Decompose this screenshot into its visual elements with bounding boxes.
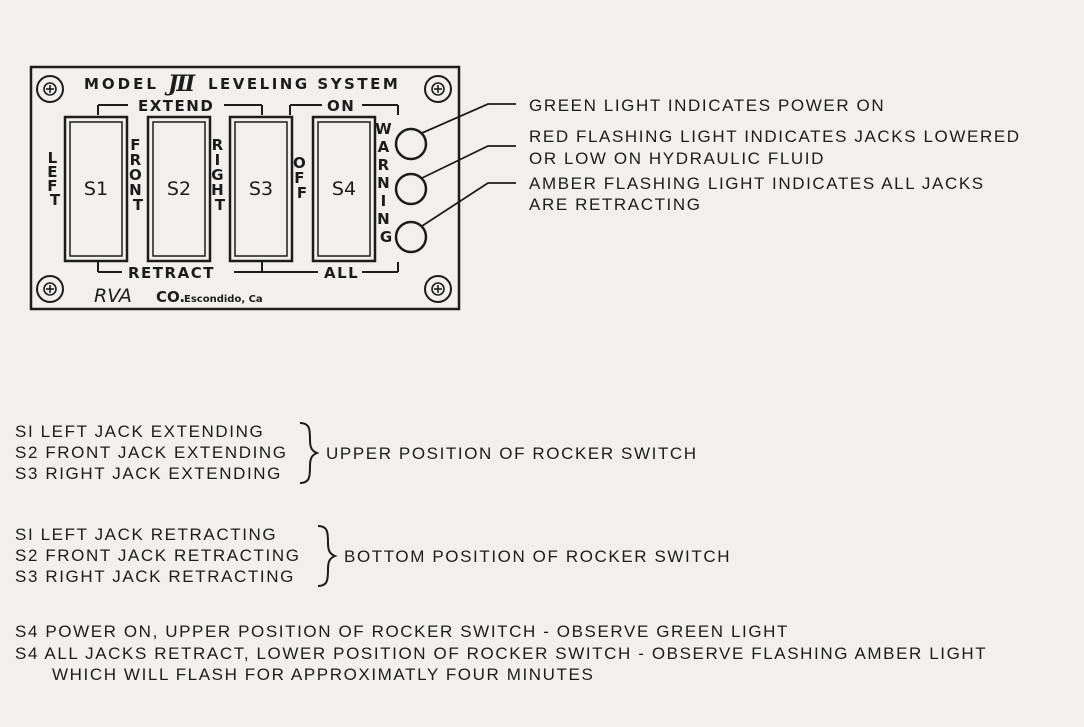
s4-note-line1: S4 POWER ON, UPPER POSITION OF ROCKER SW…	[15, 622, 790, 641]
header-system: LEVELING SYSTEM	[208, 75, 400, 93]
callout-green: GREEN LIGHT INDICATES POWER ON	[529, 96, 886, 115]
all-label: ALL	[324, 264, 359, 282]
warning-label: W A R N I N G	[375, 120, 397, 246]
bottom-item-s2: S2 FRONT JACK RETRACTING	[15, 546, 301, 565]
screw-icon	[36, 75, 64, 103]
callout-amber-line2: ARE RETRACTING	[529, 195, 702, 214]
callout-red-line1: RED FLASHING LIGHT INDICATES JACKS LOWER…	[529, 127, 1021, 146]
rocker-switch-s4[interactable]: S4	[311, 115, 377, 263]
switch-label-s1: S1	[84, 178, 108, 200]
switch-label-s3: S3	[249, 178, 273, 200]
callout-amber-line1: AMBER FLASHING LIGHT INDICATES ALL JACKS	[529, 174, 985, 193]
s4-note-line2: S4 ALL JACKS RETRACT, LOWER POSITION OF …	[15, 644, 988, 663]
screw-icon	[36, 275, 64, 303]
maker-text: CO.	[156, 288, 185, 306]
callout-red-line2: OR LOW ON HYDRAULIC FLUID	[529, 149, 825, 168]
right-label: R I G H T	[211, 136, 229, 214]
rocker-switch-s2[interactable]: S2	[146, 115, 212, 263]
bottom-brace-icon	[317, 525, 338, 587]
leader-line-amber	[421, 182, 516, 227]
leader-line-red	[421, 145, 516, 179]
screw-icon	[424, 275, 452, 303]
upper-description: UPPER POSITION OF ROCKER SWITCH	[326, 444, 698, 463]
upper-item-s2: S2 FRONT JACK EXTENDING	[15, 443, 288, 462]
s4-note-line3: WHICH WILL FLASH FOR APPROXIMATLY FOUR M…	[52, 665, 595, 684]
rocker-switch-s3[interactable]: S3	[228, 115, 294, 263]
bottom-item-s3: S3 RIGHT JACK RETRACTING	[15, 567, 295, 586]
header-model: MODEL	[84, 75, 159, 93]
bottom-description: BOTTOM POSITION OF ROCKER SWITCH	[344, 547, 732, 566]
bottom-item-s1: SI LEFT JACK RETRACTING	[15, 525, 278, 544]
red-light-icon	[394, 172, 428, 206]
retract-label: RETRACT	[128, 264, 215, 282]
rocker-switch-s1[interactable]: S1	[63, 115, 129, 263]
amber-light-icon	[394, 220, 428, 254]
upper-item-s1: SI LEFT JACK EXTENDING	[15, 422, 265, 441]
maker-location: Escondido, Ca	[184, 294, 263, 305]
switch-label-s2: S2	[167, 178, 191, 200]
maker-logo: RVA	[94, 285, 132, 307]
upper-group: SI LEFT JACK EXTENDING S2 FRONT JACK EXT…	[15, 421, 288, 484]
extend-label: EXTEND	[138, 97, 214, 115]
panel-plate	[29, 65, 461, 311]
switch-label-s4: S4	[332, 178, 356, 200]
off-label: O F F	[293, 154, 311, 202]
upper-brace-icon	[299, 422, 320, 484]
on-label: ON	[327, 97, 355, 115]
leader-line-green	[421, 103, 516, 134]
screw-icon	[424, 75, 452, 103]
left-label: L E F T	[47, 149, 62, 209]
bottom-group: SI LEFT JACK RETRACTING S2 FRONT JACK RE…	[15, 524, 301, 587]
header-logo: JII	[164, 71, 196, 97]
control-panel-diagram: MODEL JII LEVELING SYSTEM EXTEND ON S1 S…	[29, 65, 516, 311]
green-light-icon	[394, 127, 428, 161]
front-label: F R O N T	[129, 136, 147, 214]
upper-item-s3: S3 RIGHT JACK EXTENDING	[15, 464, 282, 483]
